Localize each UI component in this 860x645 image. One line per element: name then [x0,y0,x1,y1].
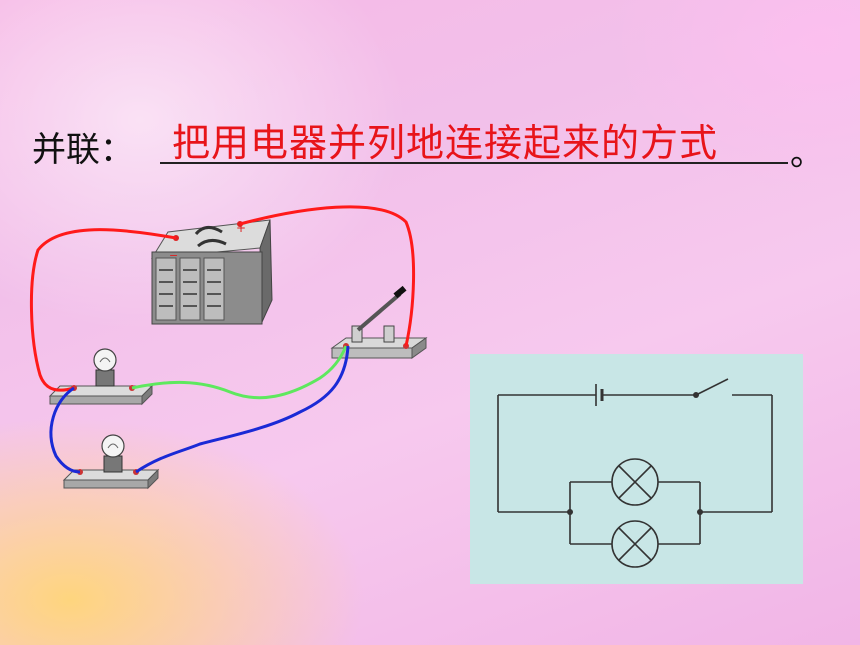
green-wire [131,345,348,400]
junction-right [697,509,703,515]
answer-underline [160,162,788,164]
blue-wire-to-switch [135,345,350,474]
definition-row: 并联： 把用电器并列地连接起来的方式 。 [32,112,832,174]
red-wire-right [239,205,416,347]
knife-switch-icon [330,285,428,359]
schematic-panel [470,354,803,584]
svg-text:−: − [169,249,178,262]
sentence-period: 。 [790,134,824,174]
red-wire-left [29,228,177,392]
battery-pack-icon: − + [151,219,273,325]
definition-answer: 把用电器并列地连接起来的方式 [172,121,719,165]
lamp-symbol-top [611,458,659,506]
parallel-circuit-schematic [497,378,773,568]
term-label: 并联： [32,130,134,170]
switch-contact [693,392,699,398]
lamp-symbol-bottom [611,520,659,568]
junction-left [567,509,573,515]
light-bulb-icon [48,348,154,406]
blue-wire-between-lamps [49,386,81,474]
light-bulb-icon [62,434,160,490]
svg-text:+: + [236,221,246,235]
switch-blade [695,378,729,396]
